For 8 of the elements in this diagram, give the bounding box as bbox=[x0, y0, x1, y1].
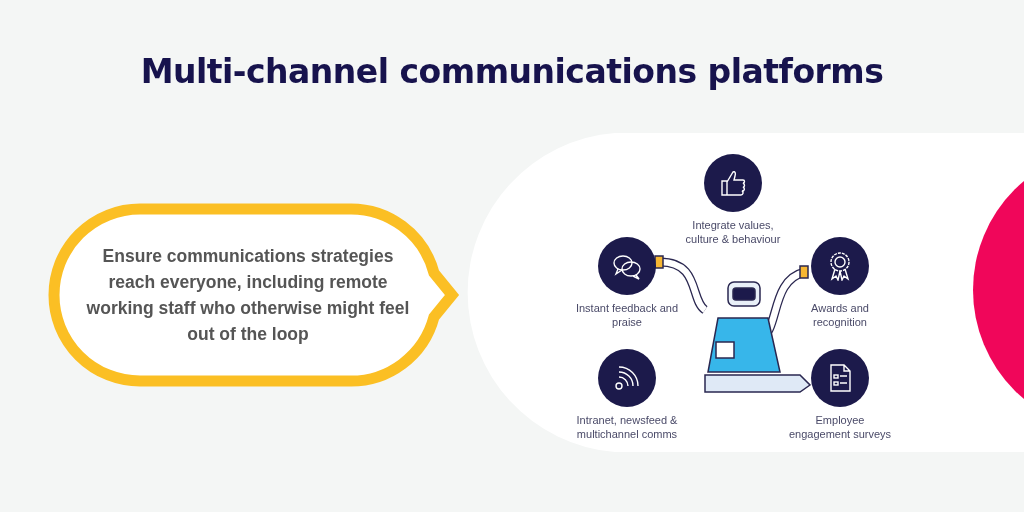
icon-caption: Integrate values, culture & behaviour bbox=[684, 218, 782, 246]
bubble-text: Ensure communications strategies reach everyone, including remote working staff who otherwise might feel out of the loop bbox=[85, 245, 411, 346]
icon-caption: Awards and recognition bbox=[810, 301, 870, 329]
icon-caption: Intranet, newsfeed & multichannel comms bbox=[575, 413, 679, 441]
speech-bubble bbox=[48, 203, 460, 387]
icon-caption: Instant feedback and praise bbox=[574, 301, 680, 329]
icon-caption: Employee engagement surveys bbox=[787, 413, 893, 441]
title: Multi-channel communications platforms bbox=[140, 52, 884, 91]
